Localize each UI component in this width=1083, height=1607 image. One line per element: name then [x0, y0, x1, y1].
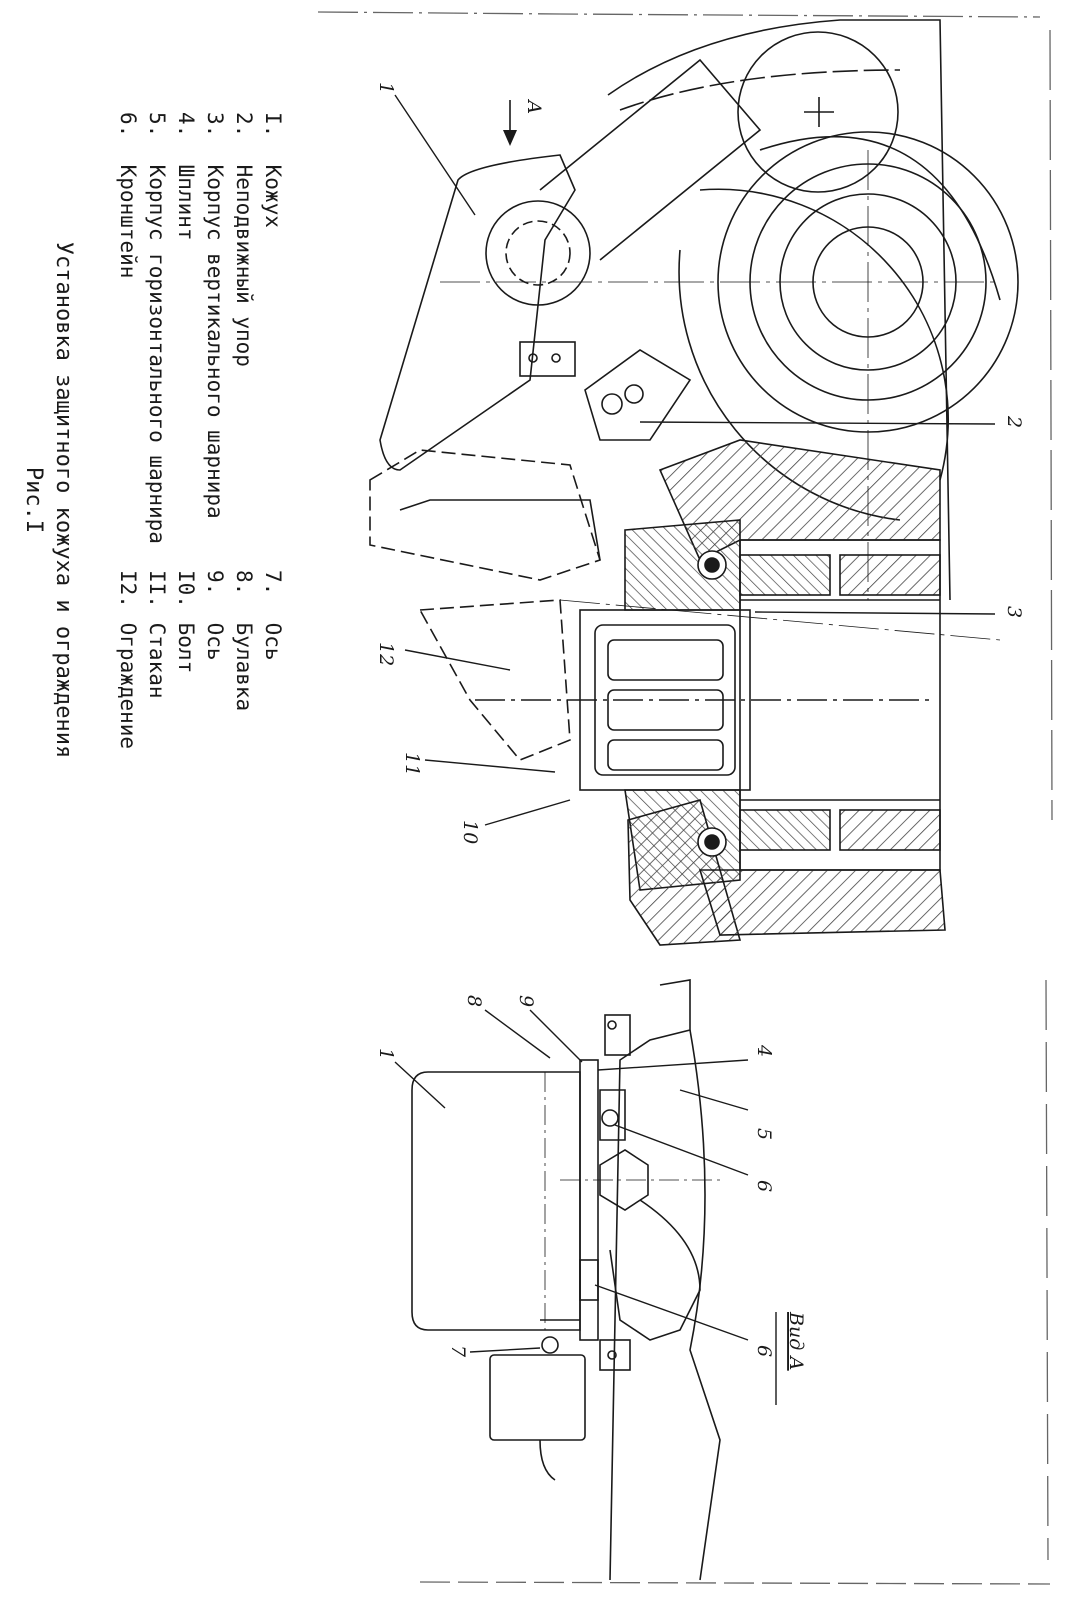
legend-item: 6. Кронштейн [113, 112, 142, 544]
legend-item: 9. Ось [200, 570, 229, 749]
legend-item-number: I. [261, 112, 285, 138]
view-a-marker: А [523, 98, 545, 114]
legend-item-text: Булавка [232, 610, 256, 712]
callout-6b: 6 [753, 1345, 775, 1357]
callout-3: 3 [1003, 606, 1025, 618]
legend-item-number: II. [145, 570, 169, 608]
legend-item-number: I0. [174, 570, 198, 608]
callout-11: 11 [401, 752, 423, 776]
callout-7: 7 [447, 1345, 469, 1358]
callout-8: 8 [463, 995, 485, 1007]
legend-item-text: Ось [203, 610, 227, 661]
legend-item-number: 8. [232, 570, 256, 596]
legend-item-text: Шплинт [174, 152, 198, 241]
caption-figure: Рис.I [21, 466, 46, 534]
legend-item-number: 7. [261, 570, 285, 596]
view-a-title: Вид А [785, 1311, 807, 1371]
legend-item: 8. Булавка [229, 570, 258, 749]
legend-item-text: Корпус горизонтального шарнира [145, 152, 169, 544]
legend-item-number: 9. [203, 570, 227, 596]
legend-item-text: Болт [174, 610, 198, 674]
legend-item-text: Кожух [261, 152, 285, 228]
main-centerlines [440, 150, 1001, 641]
main-callouts: 1 2 3 12 11 10 [375, 82, 1025, 844]
legend-item-number: 6. [116, 112, 140, 138]
callout-5: 5 [753, 1128, 775, 1140]
legend-item-number: 5. [145, 112, 169, 138]
legend-item-text: Кронштейн [116, 152, 140, 279]
legend-item: I0. Болт [171, 570, 200, 749]
view-a-arrow: А [503, 98, 545, 146]
callout-1b: 1 [375, 1048, 397, 1060]
view-a-leaders [394, 1009, 777, 1405]
figure-caption: Установка защитного кожуха и ограждения … [18, 190, 78, 810]
legend-item-text: Ось [261, 610, 285, 661]
legend-item-number: 3. [203, 112, 227, 138]
callout-9: 9 [515, 995, 537, 1007]
callout-1: 1 [375, 82, 397, 94]
main-view [369, 19, 1019, 871]
legend-item: 7. Ось [258, 570, 287, 749]
callout-10: 10 [459, 820, 481, 844]
legend-item: 2. Неподвижный упор [229, 112, 258, 544]
callout-4: 4 [753, 1044, 775, 1057]
callout-6: 6 [753, 1180, 775, 1192]
main-leaders [394, 94, 996, 826]
legend-item-text: Неподвижный упор [232, 152, 256, 367]
legend-item: 3. Корпус вертикального шарнира [200, 112, 229, 544]
legend-item: I. Кожух [258, 112, 287, 544]
legend-item-number: 2. [232, 112, 256, 138]
legend-item: 5. Корпус горизонтального шарнира [142, 112, 171, 544]
callout-12: 12 [375, 642, 397, 666]
view-a [411, 979, 721, 1581]
callout-2: 2 [1003, 415, 1025, 428]
legend-item-number: 4. [174, 112, 198, 138]
hatched-sections [624, 439, 946, 946]
legend-item-text: Ограждение [116, 610, 140, 750]
legend-item-number: I2. [116, 570, 140, 608]
legend-item: I2. Ограждение [113, 570, 142, 749]
caption-title: Установка защитного кожуха и ограждения [51, 241, 76, 759]
legend-item: 4. Шплинт [171, 112, 200, 544]
legend-item: II. Стакан [142, 570, 171, 749]
view-a-callouts: 8 9 4 1 5 6 6 7 Вид А [375, 995, 807, 1371]
legend-item-text: Стакан [145, 610, 169, 699]
legend-item-text: Корпус вертикального шарнира [203, 152, 227, 519]
sheet-border [317, 11, 1053, 1585]
